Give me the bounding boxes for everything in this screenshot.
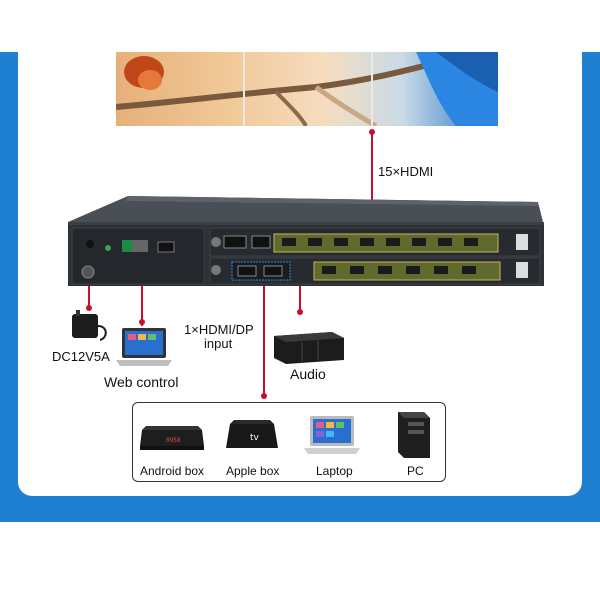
pc-tower-icon [398, 412, 430, 458]
power-adapter-icon [72, 310, 107, 341]
web-control-label: Web control [104, 374, 179, 390]
laptop-icon [304, 416, 360, 454]
audio-speaker-icon [274, 332, 344, 364]
apple-tv-logo-text: tv [250, 433, 260, 443]
apple-tv-icon: tv [226, 420, 278, 448]
power-label: DC12V5A [52, 349, 110, 364]
source-label-laptop: Laptop [316, 464, 353, 478]
video-wall-divider [243, 52, 245, 126]
source-label-apple-box: Apple box [226, 464, 280, 478]
hdmi-output-label: 15×HDMI [378, 164, 434, 179]
matrix-switcher-chassis [68, 196, 544, 286]
hdmi-dp-input-label: 1×HDMI/DP [184, 322, 254, 337]
android-box-display: 0958 [166, 437, 181, 444]
web-control-laptop-icon [116, 328, 172, 366]
video-wall-divider [371, 52, 373, 126]
hdmi-dp-input-label-line2: input [204, 336, 233, 351]
audio-label: Audio [290, 366, 326, 382]
video-wall-image [116, 52, 498, 126]
android-box-icon: 0958 [140, 426, 204, 450]
video-wall-branch-image [116, 52, 498, 126]
source-label-android-box: Android box [140, 464, 205, 478]
source-label-pc: PC [407, 464, 424, 478]
